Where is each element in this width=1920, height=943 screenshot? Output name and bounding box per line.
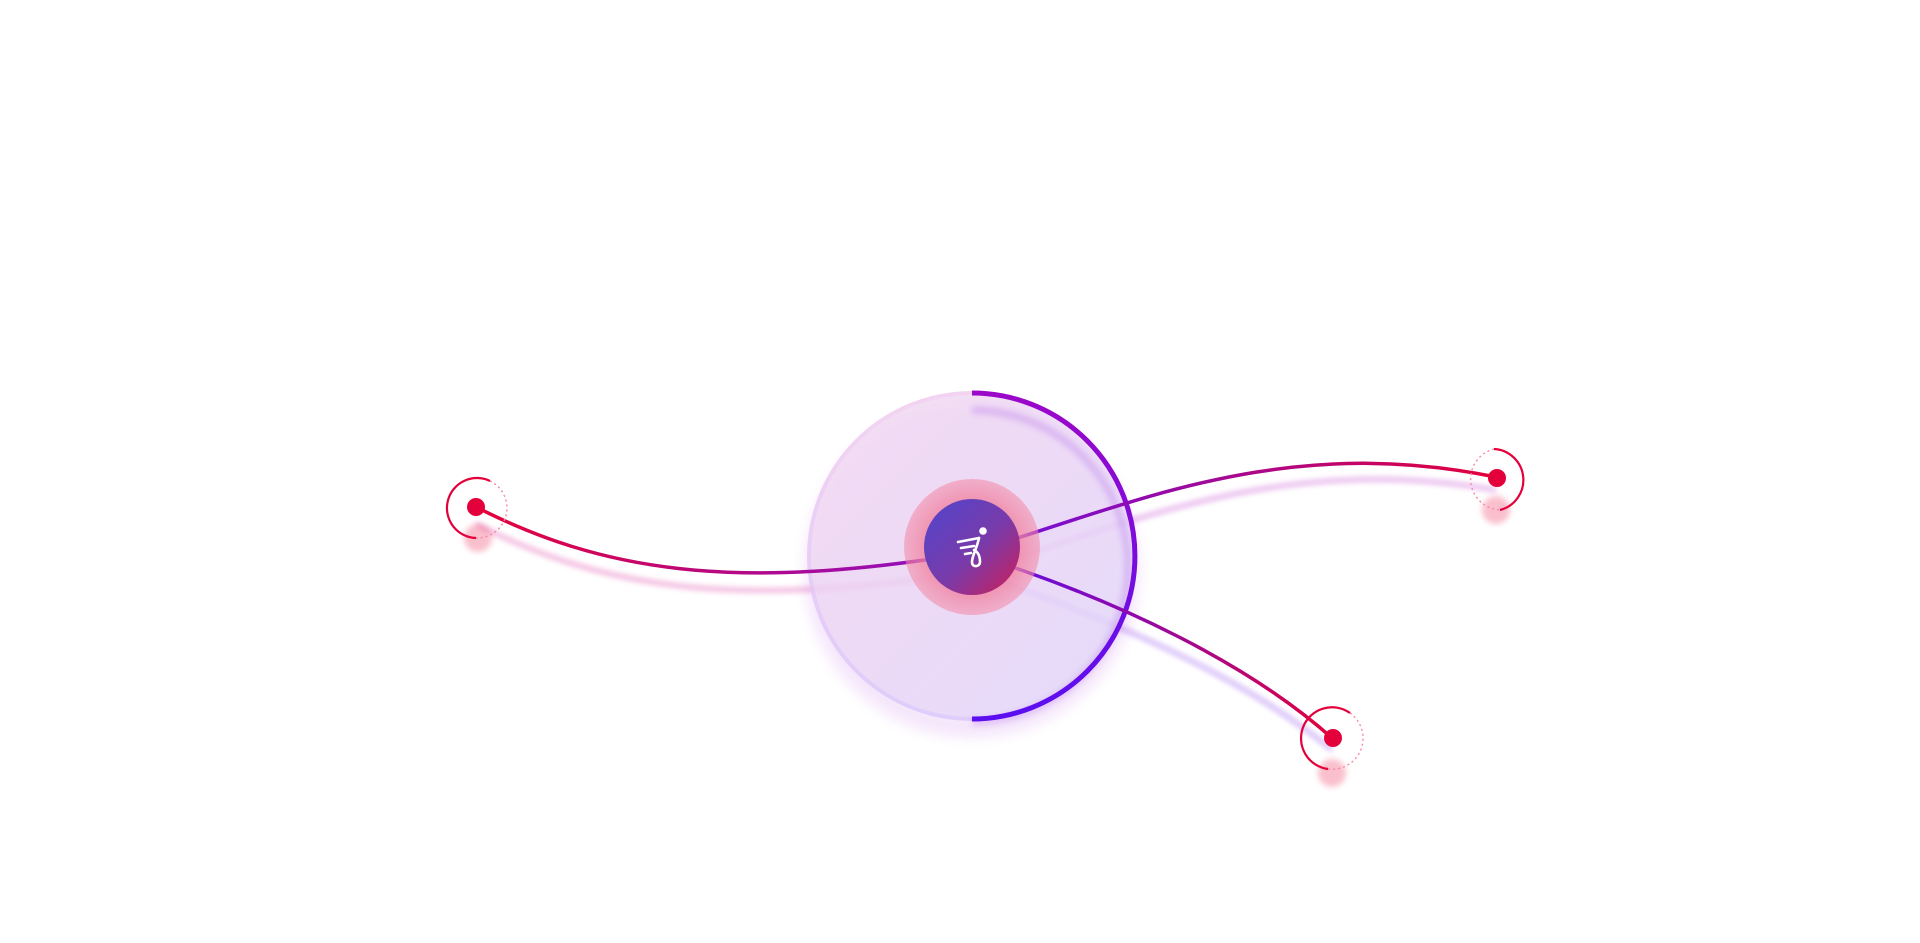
endpoint-ring-dashed <box>475 480 508 539</box>
endpoint-dot <box>1488 469 1506 487</box>
hub-progress-arc <box>971 390 1138 722</box>
connector-left <box>475 505 971 575</box>
endpoint-dot <box>467 498 485 516</box>
endpoint-left[interactable] <box>445 476 508 552</box>
scooter-rider-icon <box>956 527 987 568</box>
hub-core[interactable] <box>904 479 1040 615</box>
endpoint-ring <box>445 476 491 540</box>
endpoint-right[interactable] <box>1469 447 1525 524</box>
endpoint-ring-dashed <box>1327 712 1364 770</box>
endpoint-bottom-right[interactable] <box>1299 706 1364 787</box>
endpoint-dot <box>1324 729 1342 747</box>
endpoint-ring <box>1493 447 1525 512</box>
endpoint-ring <box>1299 706 1351 771</box>
endpoint-ring-dashed <box>1469 448 1501 511</box>
